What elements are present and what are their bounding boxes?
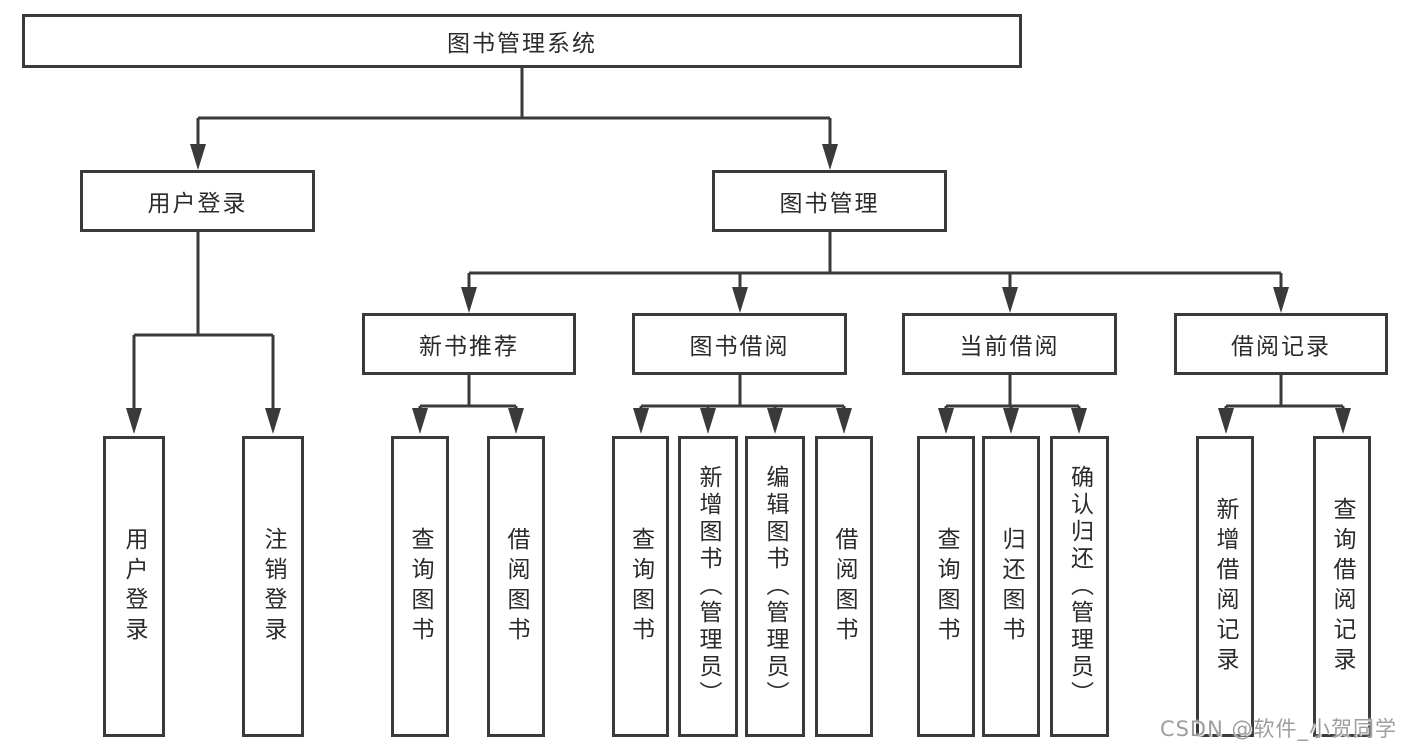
node-current-borrowing: 当前借阅 xyxy=(902,313,1117,375)
node-book-borrowing: 图书借阅 xyxy=(632,313,847,375)
leaf-recommend-query-books: 查询图书 xyxy=(391,436,449,737)
leaf-current-query-books: 查询图书 xyxy=(917,436,975,737)
node-borrowing-records: 借阅记录 xyxy=(1174,313,1388,375)
node-user-login: 用户登录 xyxy=(80,170,315,232)
leaf-records-add-record: 新增借阅记录 xyxy=(1196,436,1254,737)
leaf-borrowing-query-books: 查询图书 xyxy=(612,436,669,737)
node-book-management: 图书管理 xyxy=(712,170,947,232)
watermark: CSDN @软件_小贺同学 xyxy=(1159,717,1397,741)
leaf-borrowing-add-books-admin: 新增图书（管理员） xyxy=(678,436,738,737)
leaf-borrowing-edit-books-admin: 编辑图书（管理员） xyxy=(745,436,805,737)
leaf-recommend-borrow-books: 借阅图书 xyxy=(487,436,545,737)
leaf-records-query-record: 查询借阅记录 xyxy=(1313,436,1371,737)
leaf-logout: 注销登录 xyxy=(242,436,304,737)
leaf-user-login: 用户登录 xyxy=(103,436,165,737)
leaf-borrowing-borrow-books: 借阅图书 xyxy=(815,436,873,737)
leaf-current-return-books: 归还图书 xyxy=(982,436,1040,737)
leaf-current-confirm-return-admin: 确认归还（管理员） xyxy=(1050,436,1109,737)
node-root: 图书管理系统 xyxy=(22,14,1022,68)
node-new-book-recommend: 新书推荐 xyxy=(362,313,576,375)
